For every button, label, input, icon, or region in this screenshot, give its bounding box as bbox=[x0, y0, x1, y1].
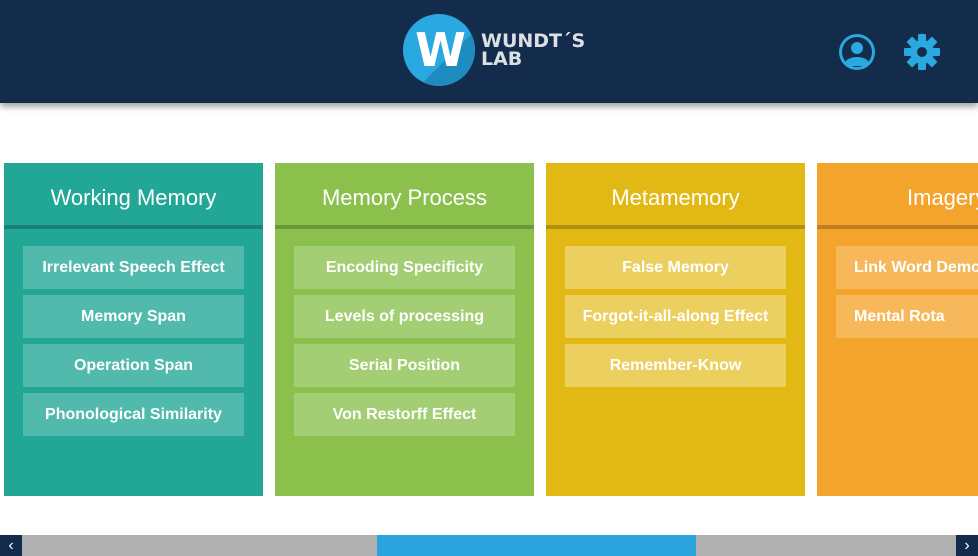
experiment-button-serial-position[interactable]: Serial Position bbox=[294, 344, 515, 387]
card-working-memory: Working Memory Irrelevant Speech Effect … bbox=[4, 163, 263, 496]
experiment-button-encoding-specificity[interactable]: Encoding Specificity bbox=[294, 246, 515, 289]
experiment-button-mental-rotation[interactable]: Mental Rota bbox=[836, 295, 978, 338]
card-title: Working Memory bbox=[4, 163, 263, 229]
experiment-button-remember-know[interactable]: Remember-Know bbox=[565, 344, 786, 387]
experiment-button-phonological-similarity[interactable]: Phonological Similarity bbox=[23, 393, 244, 436]
app-header: W WUNDT´S LAB bbox=[0, 0, 978, 103]
experiment-button-forgot-it-all-along-effect[interactable]: Forgot-it-all-along Effect bbox=[565, 295, 786, 338]
experiment-button-false-memory[interactable]: False Memory bbox=[565, 246, 786, 289]
category-carousel: Working Memory Irrelevant Speech Effect … bbox=[0, 163, 978, 496]
card-memory-process: Memory Process Encoding Specificity Leve… bbox=[275, 163, 534, 496]
gear-icon[interactable] bbox=[902, 32, 942, 72]
experiment-button-memory-span[interactable]: Memory Span bbox=[23, 295, 244, 338]
horizontal-scrollbar[interactable]: ‹ › bbox=[0, 535, 978, 556]
experiment-button-levels-of-processing[interactable]: Levels of processing bbox=[294, 295, 515, 338]
user-icon[interactable] bbox=[837, 32, 877, 72]
card-title: Memory Process bbox=[275, 163, 534, 229]
scroll-right-arrow-icon[interactable]: › bbox=[956, 535, 978, 556]
logo-line-1: WUNDT´S bbox=[481, 30, 586, 52]
logo-letter: W bbox=[415, 23, 466, 77]
card-title: Metamemory bbox=[546, 163, 805, 229]
card-imagery: Imagery Link Word Demo Mental Rota bbox=[817, 163, 978, 496]
experiment-button-operation-span[interactable]: Operation Span bbox=[23, 344, 244, 387]
experiment-button-link-word-demo[interactable]: Link Word Demo bbox=[836, 246, 978, 289]
logo-line-2: LAB bbox=[481, 48, 523, 70]
scroll-left-arrow-icon[interactable]: ‹ bbox=[0, 535, 22, 556]
logo-wordmark: WUNDT´S LAB bbox=[481, 30, 586, 70]
card-title: Imagery bbox=[817, 163, 978, 229]
experiment-button-irrelevant-speech-effect[interactable]: Irrelevant Speech Effect bbox=[23, 246, 244, 289]
app-logo[interactable]: W WUNDT´S LAB bbox=[403, 14, 585, 86]
scroll-thumb[interactable] bbox=[377, 535, 696, 556]
logo-badge: W bbox=[403, 14, 475, 86]
card-metamemory: Metamemory False Memory Forgot-it-all-al… bbox=[546, 163, 805, 496]
scroll-track[interactable] bbox=[22, 535, 956, 556]
experiment-button-von-restorff-effect[interactable]: Von Restorff Effect bbox=[294, 393, 515, 436]
